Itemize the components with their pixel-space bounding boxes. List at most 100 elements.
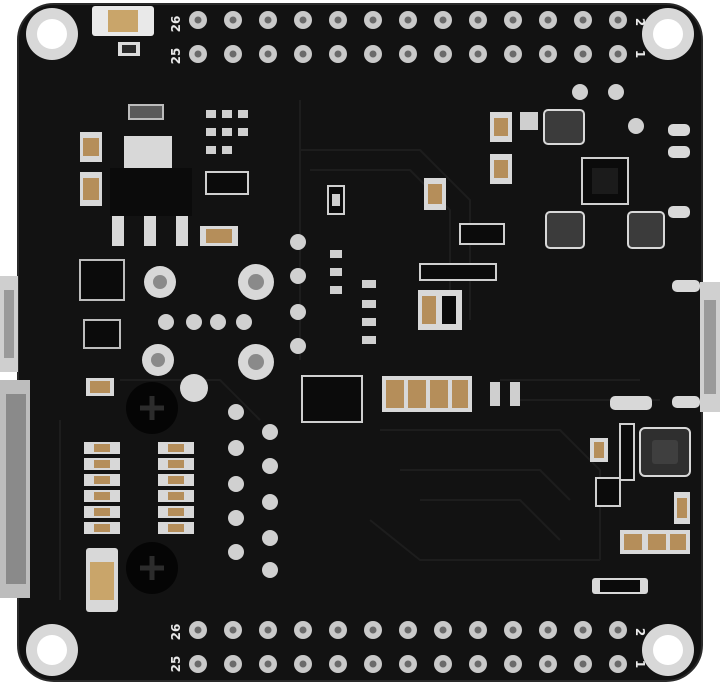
center-smd-group [301, 185, 376, 423]
bottom-header-pin-hole [579, 660, 587, 668]
via-pad [262, 494, 278, 510]
top-label-1: 1 [633, 50, 647, 58]
bottom-header-pin-hole [544, 626, 552, 634]
via-pad [262, 562, 278, 578]
tantalum-capacitor-lower-left [86, 548, 118, 612]
tantalum-capacitor-top [92, 6, 154, 36]
bottom-header-pin-hole [194, 660, 202, 668]
bottom-header-pin-hole [229, 660, 237, 668]
bottom-header-pin-hole [579, 626, 587, 634]
via-pad [290, 234, 306, 250]
usb-support-chips [79, 259, 125, 396]
bottom-header-pin-hole [614, 660, 622, 668]
top-pin-header [189, 11, 627, 63]
smd-resistor-body [94, 492, 110, 500]
via-pad [158, 314, 174, 330]
smd-resistor-body [94, 444, 110, 452]
top-header-pin-hole [509, 50, 517, 58]
bottom-label-26: 26 [169, 624, 183, 641]
top-label-25: 25 [169, 48, 183, 65]
bottom-header-pin-hole [229, 626, 237, 634]
inductor-pads-top-right [543, 109, 665, 249]
smd-resistor-body [168, 492, 184, 500]
bottom-header-pin-hole [404, 660, 412, 668]
smd-resistor-body [168, 444, 184, 452]
mounting-holes [26, 8, 694, 676]
top-header-pin-hole [614, 16, 622, 24]
top-header-pin-hole [264, 16, 272, 24]
top-header-pin-hole [614, 50, 622, 58]
top-header-pin-hole [404, 50, 412, 58]
bottom-header-pin-hole [369, 660, 377, 668]
via-pad [228, 404, 244, 420]
bottom-header-pin-hole [439, 626, 447, 634]
smd-resistor-body [168, 460, 184, 468]
smd-resistor-body [94, 460, 110, 468]
via-pad [290, 304, 306, 320]
smd-resistor-body [168, 476, 184, 484]
screw-head-lower [126, 542, 178, 594]
left-capacitors [80, 132, 238, 246]
smd-resistor-array-upper [205, 110, 249, 195]
top-header-pin-hole [579, 16, 587, 24]
via-pad [290, 268, 306, 284]
via-pad [228, 440, 244, 456]
sd-card-slot-left [0, 380, 30, 598]
right-edge-pads [610, 124, 700, 410]
top-label-2: 2 [633, 18, 647, 26]
bottom-header-pin-hole [544, 660, 552, 668]
top-header-pin-hole [299, 50, 307, 58]
bottom-label-2: 2 [633, 628, 647, 636]
via-pad [262, 530, 278, 546]
small-smd-parts-top-left [118, 42, 140, 56]
top-header-pin-hole [334, 50, 342, 58]
top-label-26: 26 [169, 16, 183, 33]
bottom-pin-header [189, 621, 627, 673]
via-pad [572, 84, 588, 100]
smd-resistor-body [94, 524, 110, 532]
mounting-hole-top-left [26, 8, 78, 60]
top-header-pin-hole [369, 16, 377, 24]
top-header-pin-hole [194, 16, 202, 24]
resistor-stack-lower-left [84, 442, 194, 534]
bottom-header-pin-hole [334, 660, 342, 668]
top-header-pin-hole [579, 50, 587, 58]
large-pads-center [142, 264, 274, 402]
via-pad [628, 118, 644, 134]
bottom-header-pin-hole [614, 626, 622, 634]
bottom-header-pin-hole [299, 626, 307, 634]
screw-head-upper [126, 382, 178, 434]
bottom-header-pin-hole [474, 626, 482, 634]
center-capacitor-row [382, 376, 520, 412]
top-header-pin-hole [194, 50, 202, 58]
bottom-header-pin-hole [509, 626, 517, 634]
smd-resistor-body [168, 524, 184, 532]
usb-c-port-right [700, 282, 720, 412]
bottom-label-25: 25 [169, 656, 183, 673]
top-header-pin-hole [229, 16, 237, 24]
mounting-hole-bottom-right [642, 624, 694, 676]
mounting-hole-bottom-left [26, 624, 78, 676]
bottom-header-pin-hole [264, 660, 272, 668]
top-header-pin-hole [229, 50, 237, 58]
bottom-header-pin-hole [194, 626, 202, 634]
usb-port-left [0, 276, 18, 372]
via-pad [290, 338, 306, 354]
bottom-header-pin-hole [509, 660, 517, 668]
via-pad [186, 314, 202, 330]
via-pads [158, 84, 644, 578]
top-header-pin-hole [404, 16, 412, 24]
bottom-label-1: 1 [633, 660, 647, 668]
top-header-pin-hole [544, 16, 552, 24]
power-smd-lower-right [590, 423, 690, 594]
smd-resistor-body [94, 508, 110, 516]
qfn-chip-top-right [581, 157, 629, 205]
via-pad [228, 476, 244, 492]
via-pad [262, 424, 278, 440]
via-pad [608, 84, 624, 100]
top-header-pin-hole [439, 50, 447, 58]
bottom-header-pin-hole [474, 660, 482, 668]
top-header-pin-hole [334, 16, 342, 24]
top-header-pin-hole [264, 50, 272, 58]
